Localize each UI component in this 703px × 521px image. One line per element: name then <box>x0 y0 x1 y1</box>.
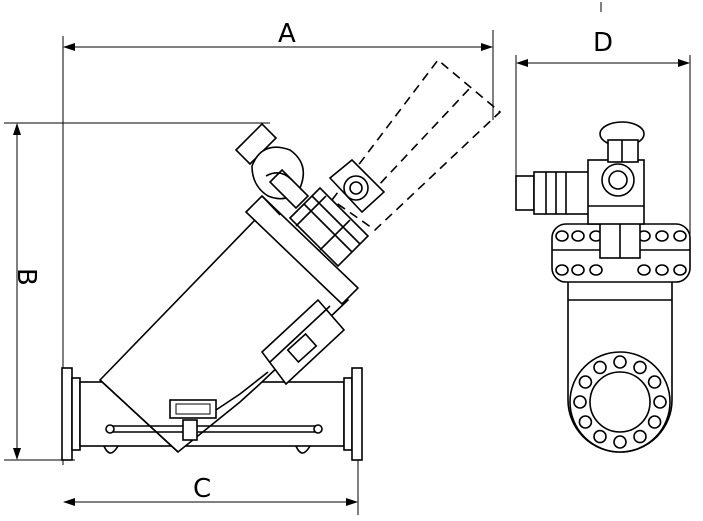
flange-bolt <box>633 360 647 375</box>
flange-bolt <box>647 375 662 389</box>
flange-bolt <box>578 415 593 429</box>
scanner-rod <box>105 419 323 441</box>
flange-bolt <box>655 230 669 242</box>
flange-bolt <box>593 360 607 375</box>
flange-bolt <box>637 264 651 276</box>
flange-bolt <box>571 230 585 242</box>
side-view <box>61 58 502 461</box>
front-motor <box>515 171 591 215</box>
flange-bolt <box>655 264 669 276</box>
actuator-clearance-outline <box>330 58 502 232</box>
motor-bracket <box>260 298 346 386</box>
flange-bolt <box>673 264 687 276</box>
dimension-b-label: B <box>11 268 41 286</box>
top-flange-bolts <box>555 230 687 276</box>
screen-housing <box>98 194 360 454</box>
flange-bolt <box>589 264 603 276</box>
motor <box>328 158 386 214</box>
backwash-valve <box>234 122 310 210</box>
flange-bolt <box>613 355 627 369</box>
outlet-flange <box>569 351 671 453</box>
flange-bolt <box>673 230 687 242</box>
dimension-c-label: C <box>193 474 211 504</box>
dimension-b: B <box>4 122 270 461</box>
flange-bolt <box>613 435 627 449</box>
flange-bolt <box>633 429 647 444</box>
dimension-c: C <box>63 440 359 515</box>
dimension-a-label: A <box>278 19 296 49</box>
flange-bolt <box>555 230 569 242</box>
flange-bolt <box>578 375 593 389</box>
dimension-d-label: D <box>593 28 613 58</box>
flange-bolt <box>593 429 607 444</box>
flange-bolt <box>555 264 569 276</box>
front-coupling <box>599 221 641 259</box>
exhaust-valve <box>169 371 269 419</box>
gear-drive <box>288 186 370 268</box>
flange-bolt <box>653 395 667 409</box>
outlet-flange-bolts <box>573 355 667 449</box>
flange-bolt <box>647 415 662 429</box>
front-gearbox <box>587 159 645 225</box>
front-valve <box>599 121 645 163</box>
flange-bolt <box>573 395 587 409</box>
flange-bolt <box>571 264 585 276</box>
front-view <box>515 121 691 453</box>
